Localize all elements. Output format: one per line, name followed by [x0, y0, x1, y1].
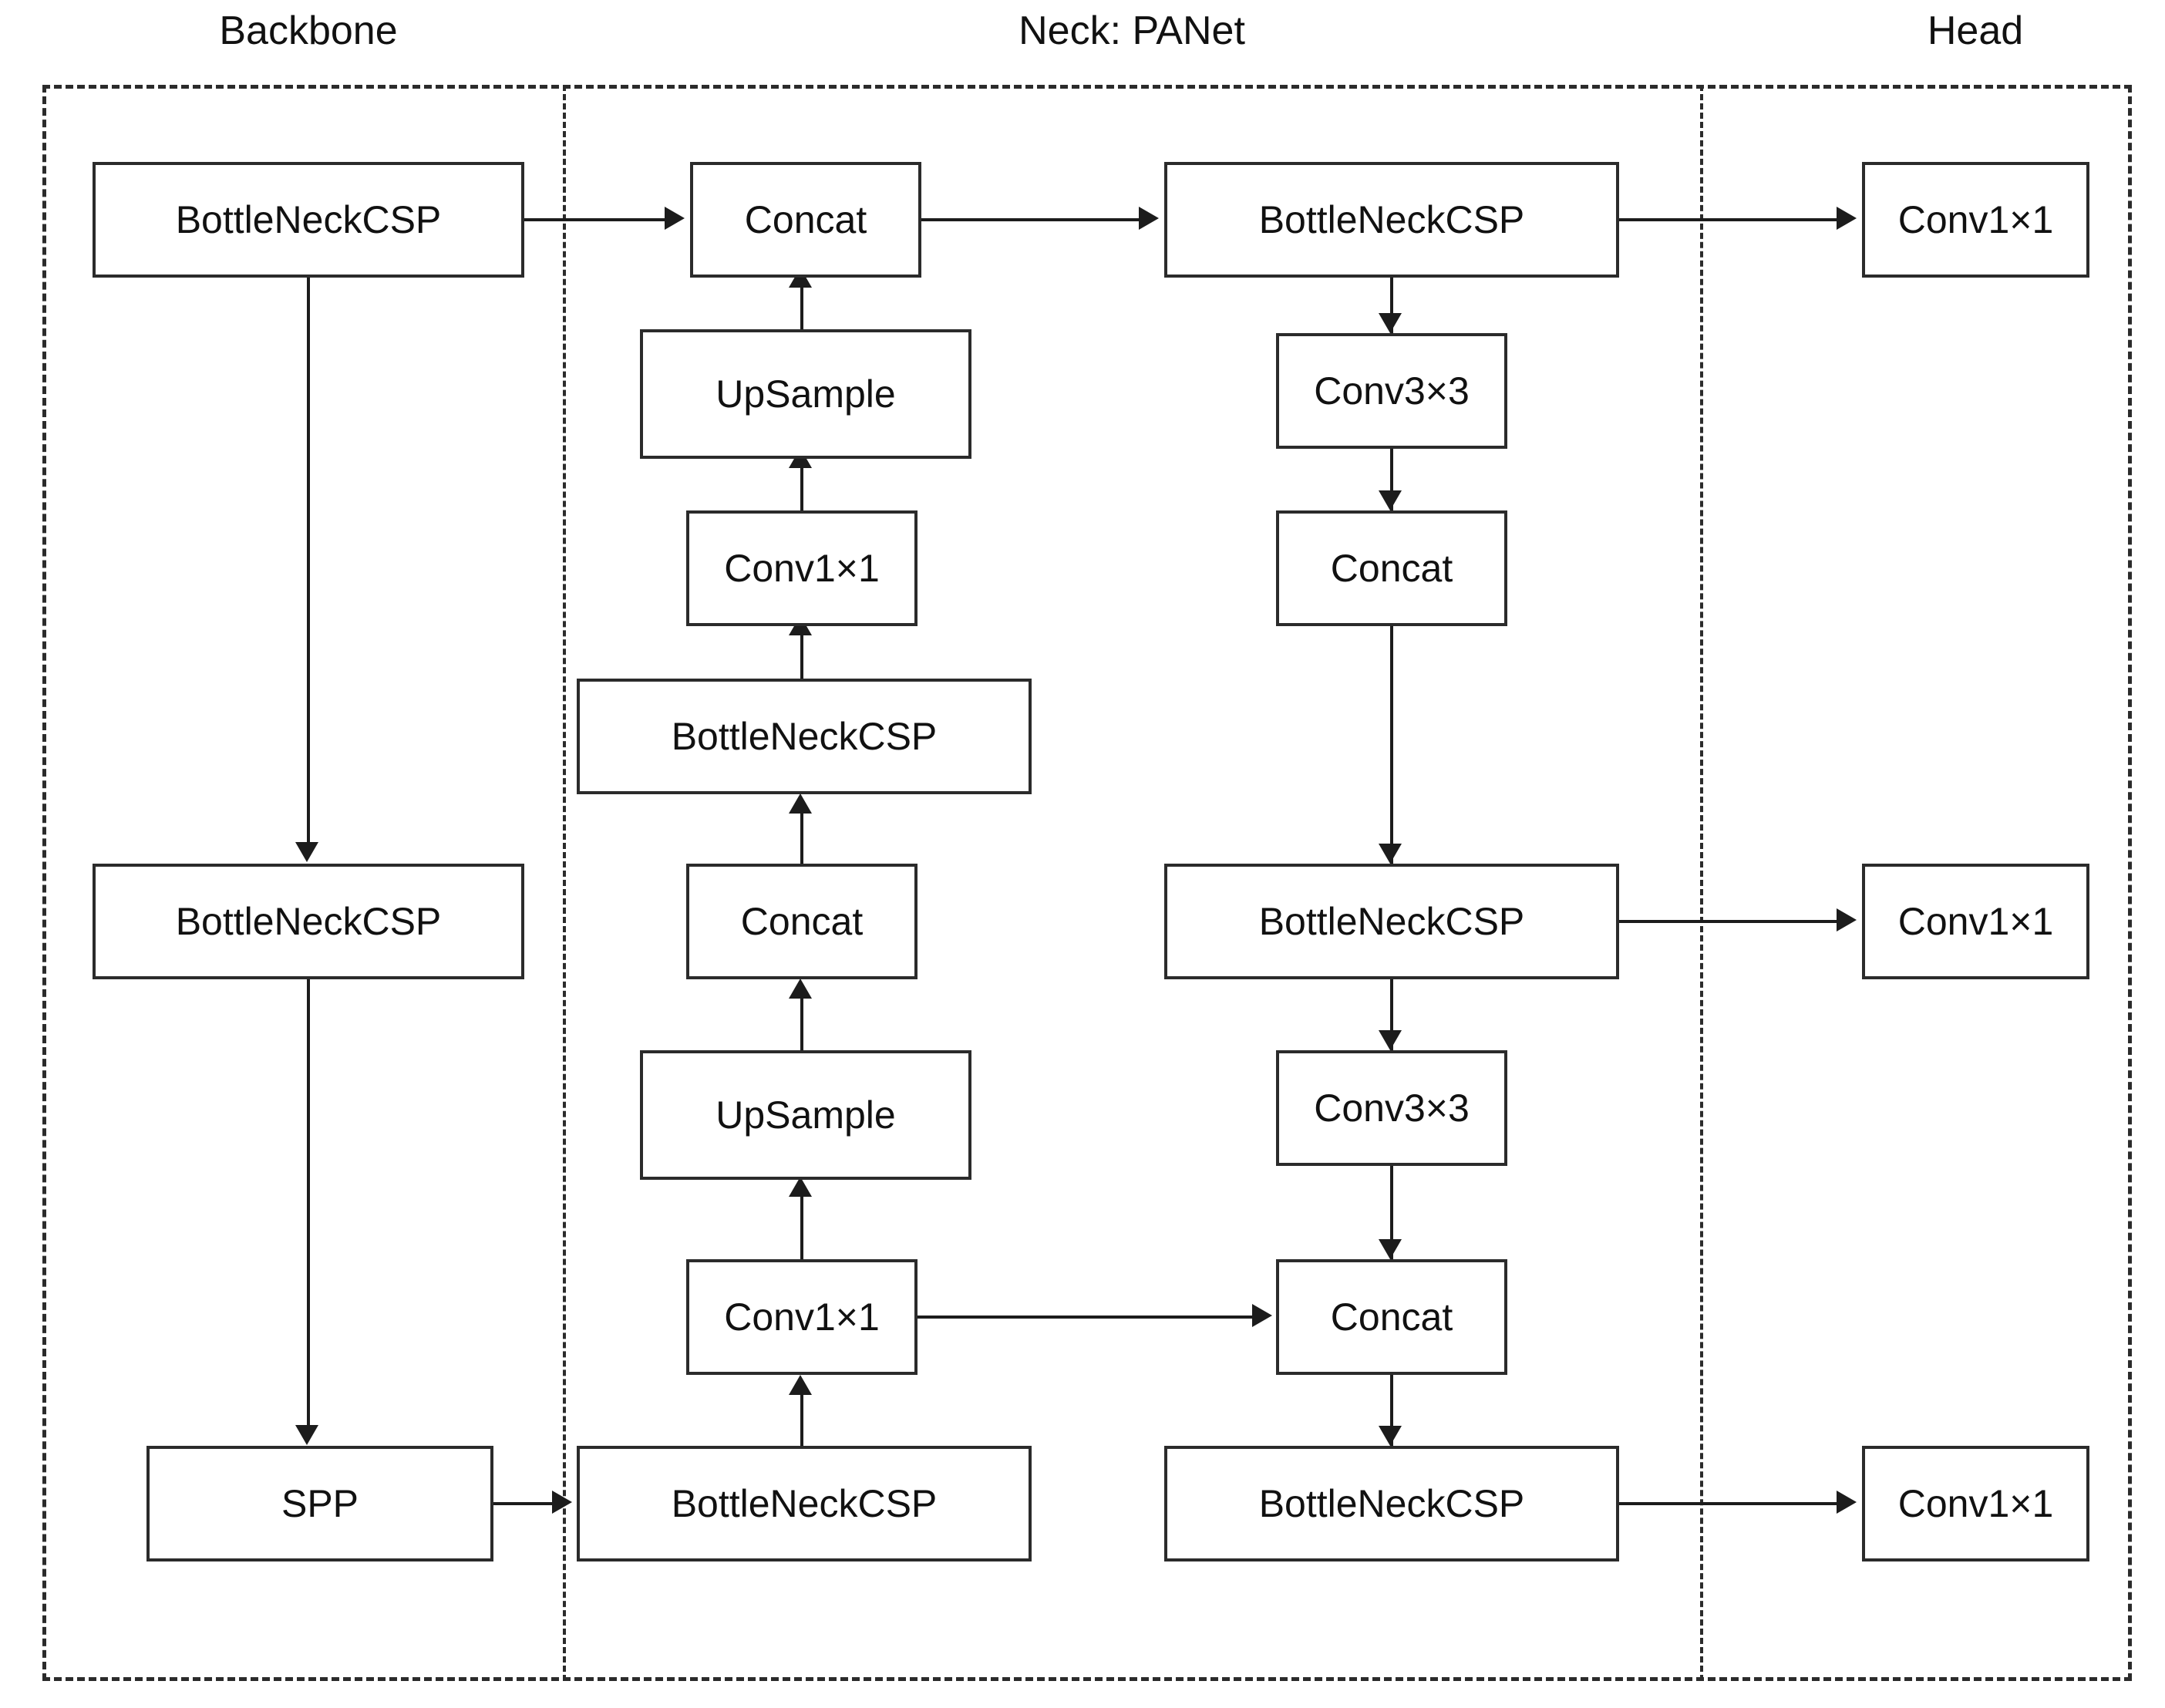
edge-line — [524, 218, 671, 221]
edge-line — [1619, 1502, 1841, 1505]
node-neck-conv3x3-2[interactable]: Conv3×3 — [1276, 1050, 1507, 1166]
edge-line — [1390, 979, 1393, 1053]
edge-line — [800, 799, 803, 867]
arrowhead-down — [1379, 844, 1402, 864]
edge-line — [1619, 920, 1841, 923]
edge-line — [800, 1182, 803, 1262]
edge-line — [1390, 1166, 1393, 1261]
node-backbone-spp[interactable]: SPP — [146, 1446, 493, 1561]
edge-line — [307, 979, 310, 1427]
edge-line — [1619, 218, 1841, 221]
node-backbone-bottleneckcsp-2[interactable]: BottleNeckCSP — [93, 864, 524, 979]
edge-line — [1390, 1375, 1393, 1448]
edge-line — [800, 273, 803, 335]
arrowhead-right — [665, 207, 685, 230]
arrowhead-down — [295, 842, 318, 862]
node-neck-conv1x1-2[interactable]: Conv1×1 — [686, 1259, 918, 1375]
arrowhead-right — [1837, 1491, 1857, 1514]
arrowhead-up — [789, 1177, 812, 1197]
section-label-head: Head — [1927, 8, 2024, 53]
arrowhead-down — [1379, 1426, 1402, 1446]
node-neck-bottleneckcsp-5[interactable]: BottleNeckCSP — [1164, 1446, 1619, 1561]
section-divider-neck-head — [1700, 85, 1703, 1681]
node-head-conv1x1-2[interactable]: Conv1×1 — [1862, 864, 2089, 979]
edge-line — [918, 1316, 1257, 1319]
edge-line — [1390, 449, 1393, 512]
arrowhead-down — [295, 1425, 318, 1445]
node-neck-upsample-1[interactable]: UpSample — [640, 329, 971, 459]
edge-line — [1390, 626, 1393, 865]
arrowhead-up — [789, 793, 812, 814]
arrowhead-right — [1139, 207, 1159, 230]
edge-line — [800, 984, 803, 1053]
node-backbone-bottleneckcsp-1[interactable]: BottleNeckCSP — [93, 162, 524, 278]
edge-line — [1390, 278, 1393, 333]
node-head-conv1x1-3[interactable]: Conv1×1 — [1862, 1446, 2089, 1561]
arrowhead-down — [1379, 1239, 1402, 1259]
arrowhead-right — [552, 1491, 572, 1514]
arrowhead-down — [1379, 313, 1402, 333]
edge-line — [800, 621, 803, 684]
node-neck-upsample-2[interactable]: UpSample — [640, 1050, 971, 1180]
section-label-neck: Neck: PANet — [1019, 8, 1245, 53]
node-neck-bottleneckcsp-2[interactable]: BottleNeckCSP — [577, 1446, 1032, 1561]
edge-line — [921, 218, 1143, 221]
arrowhead-down — [1379, 490, 1402, 510]
edge-line — [307, 278, 310, 844]
edge-line — [493, 1502, 557, 1505]
arrowhead-right — [1837, 908, 1857, 931]
arrowhead-up — [789, 979, 812, 999]
section-label-backbone: Backbone — [219, 8, 398, 53]
edge-line — [800, 453, 803, 517]
node-neck-bottleneckcsp-4[interactable]: BottleNeckCSP — [1164, 864, 1619, 979]
arrowhead-right — [1252, 1304, 1272, 1327]
node-neck-bottleneckcsp-3[interactable]: BottleNeckCSP — [1164, 162, 1619, 278]
edge-line — [800, 1380, 803, 1448]
section-divider-backbone-neck — [563, 85, 566, 1681]
node-neck-concat-3[interactable]: Concat — [1276, 510, 1507, 626]
arrowhead-down — [1379, 1030, 1402, 1050]
node-head-conv1x1-1[interactable]: Conv1×1 — [1862, 162, 2089, 278]
node-neck-concat-1[interactable]: Concat — [690, 162, 921, 278]
outer-dashed-frame — [42, 85, 2132, 1681]
node-neck-conv3x3-1[interactable]: Conv3×3 — [1276, 333, 1507, 449]
arrowhead-right — [1837, 207, 1857, 230]
node-neck-concat-4[interactable]: Concat — [1276, 1259, 1507, 1375]
node-neck-bottleneckcsp-1[interactable]: BottleNeckCSP — [577, 679, 1032, 794]
arrowhead-up — [789, 1375, 812, 1395]
node-neck-conv1x1-1[interactable]: Conv1×1 — [686, 510, 918, 626]
node-neck-concat-2[interactable]: Concat — [686, 864, 918, 979]
